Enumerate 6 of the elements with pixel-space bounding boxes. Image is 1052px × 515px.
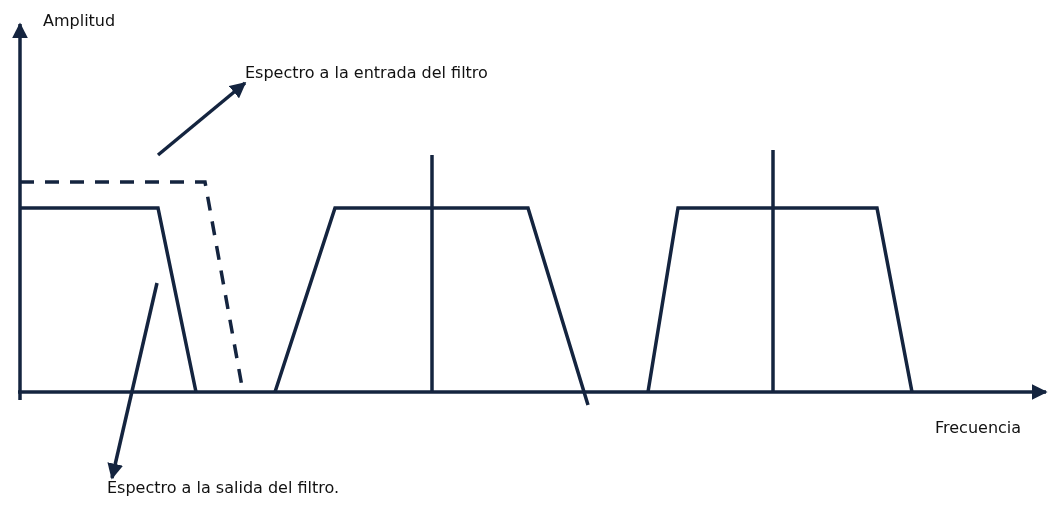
leader-arrow <box>156 81 247 157</box>
axis-label: Frecuencia <box>935 418 1022 438</box>
annotation-text: Espectro a la salida del filtro. <box>107 478 340 498</box>
axis-label: Amplitud <box>43 11 116 31</box>
annotation-text: Espectro a la entrada del filtro <box>245 63 488 83</box>
leader-arrow <box>107 282 159 480</box>
